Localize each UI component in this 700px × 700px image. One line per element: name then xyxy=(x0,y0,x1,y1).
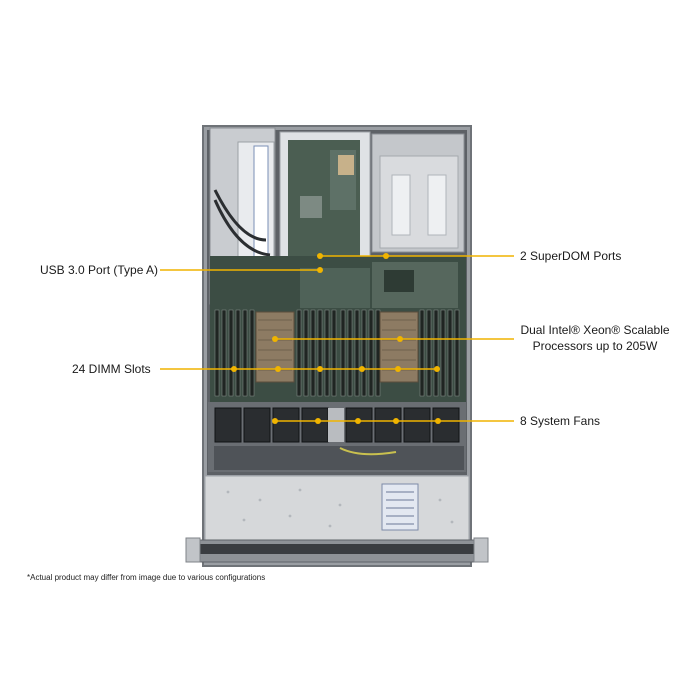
superdom-ports-label: 2 SuperDOM Ports xyxy=(520,249,622,263)
system-fans xyxy=(214,407,460,443)
spec-label-sticker xyxy=(381,483,419,531)
usb-port-label: USB 3.0 Port (Type A) xyxy=(40,263,159,277)
dimm-bank-left xyxy=(214,309,337,397)
cpu-label: Dual Intel® Xeon® Scalable Processors up… xyxy=(520,322,670,354)
system-fans-label: 8 System Fans xyxy=(520,414,601,428)
cpu-label-line1: Dual Intel® Xeon® Scalable xyxy=(520,323,670,337)
front-panel xyxy=(204,475,470,541)
disclaimer-footnote: *Actual product may differ from image du… xyxy=(27,573,266,582)
dimm-bank-right xyxy=(340,309,460,397)
cpu-heatsink-1 xyxy=(255,311,295,383)
callout-dots xyxy=(231,253,441,424)
cpu-label-line2: Processors up to 205W xyxy=(532,339,658,353)
dimm-slots-label: 24 DIMM Slots xyxy=(72,362,151,376)
